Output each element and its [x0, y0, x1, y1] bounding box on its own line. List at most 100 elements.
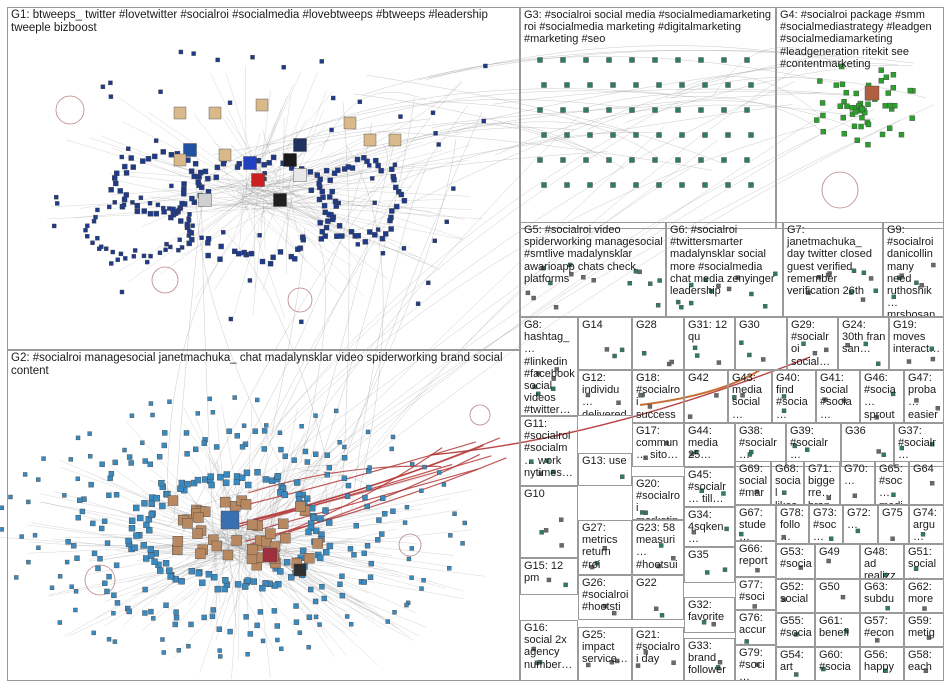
- group-label: G32: favorite: [688, 599, 732, 623]
- group-label: G73: #soc…: [813, 507, 840, 544]
- group-box-g28: G28: [632, 317, 684, 370]
- group-label: G26: #socialroi #hootsti…: [582, 577, 629, 620]
- group-box-g60: G60: #socia…: [815, 647, 860, 681]
- group-label: G50: [819, 581, 857, 593]
- group-box-g47: G47: proba… easier…: [904, 370, 944, 423]
- group-box-g52: G52: social…: [776, 579, 815, 613]
- group-box-g23: G23: 58 measuri… #hootsui…: [632, 520, 684, 575]
- group-box-g73: G73: #soc…: [809, 505, 843, 544]
- group-box-g63: G63: subdu…: [860, 579, 904, 613]
- group-box-g30: G30: [735, 317, 787, 370]
- group-label: G62: more…: [908, 581, 941, 613]
- group-label: G1: btweeps_ twitter #lovetwitter #socia…: [11, 9, 517, 35]
- group-box-g69: G69: social #mar…: [735, 461, 771, 505]
- group-label: G5: #socialroi video spiderworking manag…: [524, 224, 663, 285]
- group-label: G46: #socia… sprout…: [864, 372, 901, 423]
- group-label: G75: [882, 507, 906, 519]
- group-label: G15: 12 pm: [524, 560, 575, 584]
- group-box-g17: G17: commun… sito…: [632, 423, 684, 467]
- group-label: G4: #socialroi package #smm #socialmedia…: [780, 9, 941, 70]
- group-box-g49: G49: [815, 544, 860, 579]
- group-box-g59: G59: metig…: [904, 613, 944, 647]
- group-label: G14: [582, 319, 629, 331]
- group-box-g68: G68: social likes…: [771, 461, 804, 505]
- group-box-g7: G7: janetmachuka_ day twitter closed gue…: [783, 222, 883, 317]
- group-box-g10: G10: [520, 486, 578, 558]
- group-label: G9: #socialroi danicollin many need ruth…: [887, 224, 941, 317]
- group-box-g32: G32: favorite: [684, 597, 735, 633]
- group-label: G13: use: [582, 455, 629, 467]
- group-box-g29: G29: #socialroi social…: [787, 317, 838, 370]
- group-label: G64: [913, 463, 941, 475]
- group-box-g1: G1: btweeps_ twitter #lovetwitter #socia…: [7, 7, 520, 350]
- group-box-g46: G46: #socia… sprout…: [860, 370, 904, 423]
- group-label: G44: media 25…: [688, 425, 732, 462]
- group-box-g25: G25: impact service…: [578, 627, 632, 681]
- group-label: G23: 58 measuri… #hootsui…: [636, 522, 681, 575]
- group-box-g27: G27: metrics return #roi: [578, 520, 632, 575]
- group-label: G51: social…: [908, 546, 941, 579]
- group-label: G35: [688, 549, 732, 561]
- group-label: G49: [819, 546, 857, 558]
- group-box-g45: G45: #socialr… till…: [684, 467, 735, 507]
- group-label: G68: social likes…: [775, 463, 801, 505]
- group-box-g74: G74: argu…: [909, 505, 944, 544]
- group-box-g77: G77: #soci…: [735, 577, 776, 610]
- group-label: G45: #socialr… till…: [688, 469, 732, 506]
- group-label: G54: art: [780, 649, 812, 673]
- group-box-g72: G72: …: [843, 505, 878, 544]
- group-box-g18: G18: #socialroi success…: [632, 370, 684, 423]
- group-label: G72: …: [847, 507, 875, 531]
- group-label: G17: commun… sito…: [636, 425, 681, 462]
- group-box-g11: G11: #socialroi #socialm… work nytimes…: [520, 416, 578, 486]
- group-label: G65: #soc… medi…: [879, 463, 906, 505]
- group-box-g48: G48: ad realizz…: [860, 544, 904, 579]
- group-label: G59: metig…: [908, 615, 941, 647]
- group-box-g55: G55: #socia…: [776, 613, 815, 647]
- group-label: G74: argu…: [913, 507, 941, 544]
- group-label: G40: find #socia…: [776, 372, 813, 421]
- group-box-g19: G19: moves interact…: [889, 317, 944, 370]
- group-label: G20: #socialroi marketin…: [636, 478, 681, 520]
- group-label: G47: proba… easier…: [908, 372, 941, 423]
- group-box-g21: G21: #socialroi day: [632, 627, 684, 681]
- group-box-g61: G61: benefi…: [815, 613, 860, 647]
- group-box-g24: G24: 30th fran san…: [838, 317, 889, 370]
- group-label: G55: #socia…: [780, 615, 812, 647]
- group-label: G79: #soci…: [739, 647, 773, 681]
- group-box-g35: G35: [684, 547, 735, 583]
- group-label: G10: [524, 488, 575, 500]
- g2-node: [0, 527, 4, 531]
- group-label: G25: impact service…: [582, 629, 629, 666]
- group-box-g76: G76: accur…: [735, 610, 776, 645]
- group-label: G27: metrics return #roi: [582, 522, 629, 571]
- group-label: G67: stude…: [739, 507, 773, 541]
- group-box-g16: G16: social 2x agency number…: [520, 620, 578, 681]
- group-box-g44: G44: media 25…: [684, 423, 735, 467]
- group-label: G37: #socialr…: [898, 425, 941, 462]
- group-box-g14: G14: [578, 317, 632, 370]
- group-box-g62: G62: more…: [904, 579, 944, 613]
- group-label: G52: social…: [780, 581, 812, 613]
- group-box-g65: G65: #soc… medi…: [875, 461, 909, 505]
- group-label: G33: brand follower…: [688, 640, 732, 681]
- group-label: G8: hashtag_… #linkedin #facebook social…: [524, 319, 575, 416]
- group-label: G19: moves interact…: [893, 319, 941, 356]
- group-box-g67: G67: stude…: [735, 505, 776, 541]
- group-label: G56: happy…: [864, 649, 901, 681]
- group-box-g56: G56: happy…: [860, 647, 904, 681]
- group-box-g33: G33: brand follower…: [684, 638, 735, 681]
- group-label: G2: #socialroi managesocial janetmachuka…: [11, 352, 517, 378]
- group-box-g70: G70: …: [840, 461, 875, 505]
- group-box-g3: G3: #socialroi social media #socialmedia…: [520, 7, 776, 229]
- group-box-g4: G4: #socialroi package #smm #socialmedia…: [776, 7, 944, 229]
- group-box-g51: G51: social…: [904, 544, 944, 579]
- group-box-g5: G5: #socialroi video spiderworking manag…: [520, 222, 666, 317]
- group-box-g9: G9: #socialroi danicollin many need ruth…: [883, 222, 944, 317]
- group-box-g58: G58: each…: [904, 647, 944, 681]
- group-box-g78: G78: follo…: [776, 505, 809, 544]
- group-box-g34: G34: 4sqken… thanks…: [684, 507, 735, 547]
- group-box-g53: G53: #socia…: [776, 544, 815, 579]
- group-label: G66: report: [739, 543, 773, 567]
